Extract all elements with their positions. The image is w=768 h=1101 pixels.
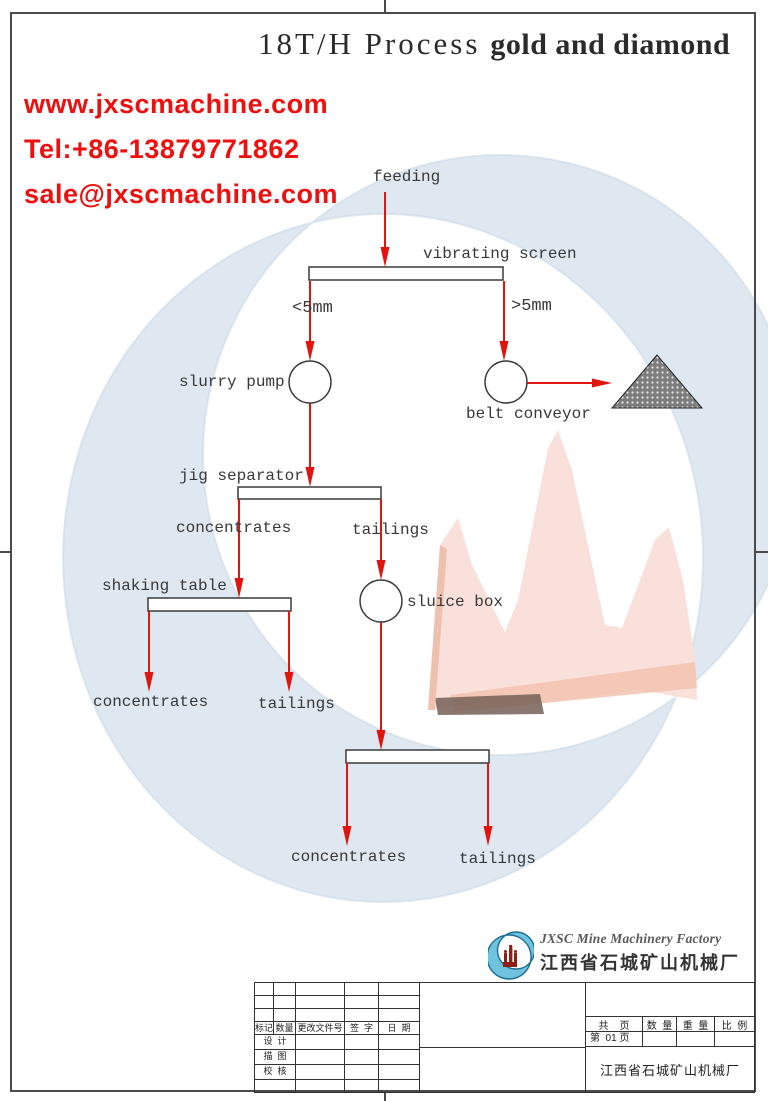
- label-feeding: feeding: [373, 168, 441, 186]
- titleblock-company-cell: 江西省石城矿山机械厂: [585, 1046, 755, 1093]
- company-name-cn: 江西省石城矿山机械厂: [540, 953, 740, 973]
- crown-watermark: [428, 430, 697, 710]
- revision-table: 标记 数量 更改文件号 签 字 日 期 设 计 描 图 校 核: [254, 982, 420, 1093]
- contact-website: www.jxscmachine.com: [24, 89, 329, 119]
- header-scale: 比 例: [714, 1016, 755, 1032]
- header-quantity: 数 量: [642, 1016, 677, 1032]
- row-label-trace: 描 图: [255, 1050, 296, 1065]
- label-final-concentrates: concentrates: [291, 848, 407, 866]
- label-slurry-pump: slurry pump: [179, 373, 285, 391]
- rev-header-mark: 标记: [255, 1022, 274, 1035]
- title-sub: gold and diamond: [490, 28, 731, 61]
- company-logo-block: JXSC Mine Machinery Factory 江西省石城矿山机械厂: [488, 931, 740, 983]
- label-shaking-table: shaking table: [102, 577, 227, 595]
- top-center-tick: [384, 0, 386, 12]
- logo-castle: [503, 944, 517, 967]
- row-label-design: 设 计: [255, 1035, 296, 1050]
- label-jig-concentrates: concentrates: [176, 519, 292, 537]
- label-vibrating-screen: vibrating screen: [423, 245, 577, 263]
- crown-base-shadow: [435, 694, 544, 715]
- rev-header-qty: 数量: [274, 1022, 296, 1035]
- contact-email: sale@jxscmachine.com: [24, 179, 338, 209]
- titleblock-right-top-cell: [585, 982, 755, 1017]
- titleblock-mid-top-cell: [419, 982, 586, 1048]
- company-name-en: JXSC Mine Machinery Factory: [540, 931, 722, 946]
- header-weight: 重 量: [676, 1016, 715, 1032]
- label-oversize: >5mm: [511, 297, 552, 316]
- sluice-box-circle: [359, 579, 403, 623]
- jxsc-logo-icon: [488, 931, 534, 980]
- rev-header-docno: 更改文件号: [296, 1022, 345, 1035]
- row-label-check: 校 核: [255, 1065, 296, 1080]
- flow-arrowheads: [144, 247, 612, 846]
- label-shaking-tailings: tailings: [258, 695, 335, 713]
- label-final-tailings: tailings: [459, 850, 536, 868]
- rev-header-date: 日 期: [379, 1022, 420, 1035]
- page-number-cell: 第 01 页: [585, 1031, 643, 1047]
- bottom-center-tick: [384, 1090, 386, 1101]
- page-title: 18T/H Process gold and diamond: [258, 26, 730, 62]
- slurry-pump-circle: [288, 360, 332, 404]
- shaking-table-bar: [147, 597, 292, 612]
- right-center-tick: [756, 551, 768, 553]
- label-shaking-concentrates: concentrates: [93, 693, 209, 711]
- contact-block: www.jxscmachine.com Tel:+86-13879771862 …: [24, 82, 338, 217]
- rev-header-sign: 签 字: [345, 1022, 379, 1035]
- label-sluice-box: sluice box: [407, 593, 504, 611]
- titleblock-mid-bottom-cell: [419, 1047, 586, 1093]
- left-center-tick: [0, 551, 10, 553]
- header-total-pages: 共 页: [585, 1016, 643, 1032]
- title-main: 18T/H Process: [258, 26, 481, 61]
- label-jig-separator: jig separator: [179, 467, 304, 485]
- flow-arrows: [148, 192, 593, 827]
- final-separator-bar: [345, 749, 490, 764]
- label-jig-tailings: tailings: [352, 521, 429, 539]
- vibrating-screen-bar: [308, 266, 504, 281]
- label-belt-conveyor: belt conveyor: [466, 405, 591, 423]
- belt-conveyor-circle: [484, 360, 528, 404]
- crown-left-edge: [428, 545, 447, 710]
- contact-phone: Tel:+86-13879771862: [24, 134, 300, 164]
- stockpile-triangle: [610, 354, 704, 409]
- label-undersize: <5mm: [292, 299, 333, 318]
- jig-separator-bar: [237, 486, 382, 500]
